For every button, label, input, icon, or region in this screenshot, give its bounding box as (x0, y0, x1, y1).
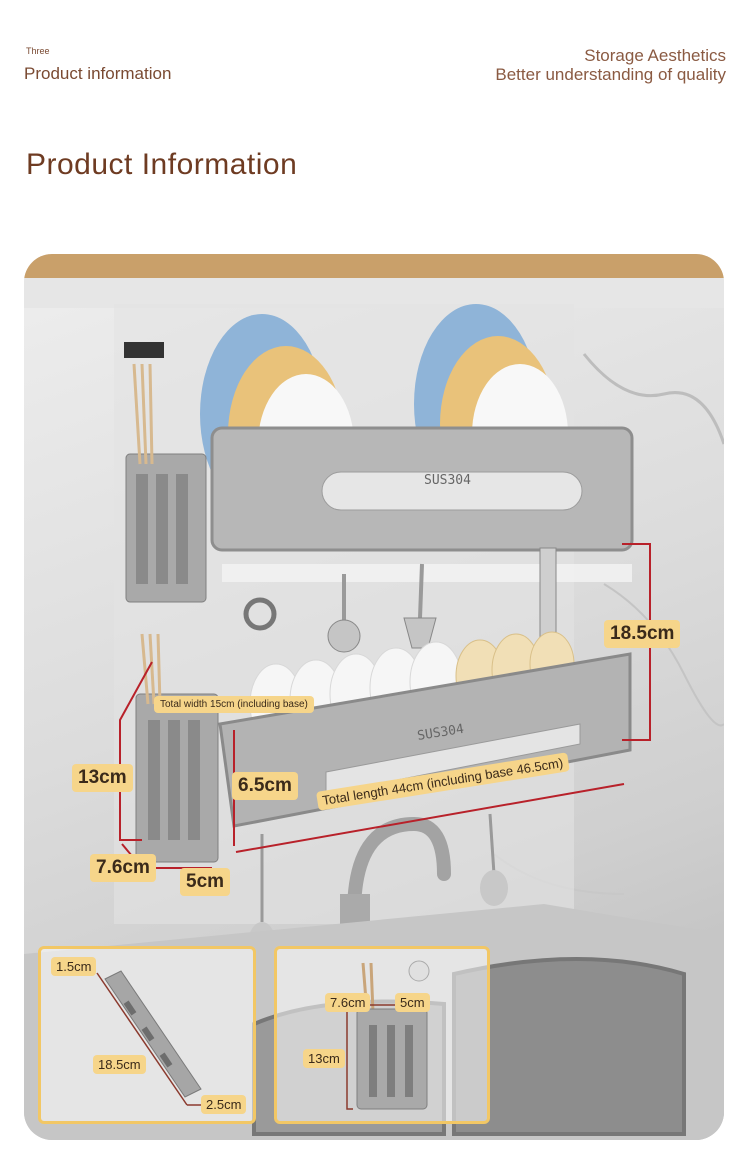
label-holder-height: 13cm (72, 764, 133, 792)
hanger-slots (123, 1000, 173, 1068)
top-rack-mark: SUS304 (424, 473, 471, 488)
cabinet-wood (24, 254, 724, 278)
marble-vein (603, 583, 724, 727)
label-holder-width: 7.6cm (90, 854, 156, 882)
inset-holder-slots (369, 1025, 413, 1097)
inset-label-length: 18.5cm (93, 1055, 146, 1074)
inset-side-hanger-illustration (52, 961, 211, 1106)
side-hanger (539, 547, 557, 647)
header-right-line2: Better understanding of quality (495, 65, 726, 84)
top-rack-slot (321, 471, 583, 511)
inset-holder-illustration (346, 960, 430, 1110)
inset-label-width: 7.6cm (325, 993, 371, 1012)
inset-spoon-icon (408, 960, 430, 982)
sink-basin-right (452, 957, 686, 1136)
label-total-width: Total width 15cm (including base) (154, 696, 314, 713)
inset-label-top: 1.5cm (51, 957, 97, 976)
skimmer-icon (480, 870, 508, 906)
peeler-handle (418, 563, 424, 619)
inset-utensil-holder: 7.6cm 5cm 13cm (274, 946, 490, 1124)
inset-label-bottom: 2.5cm (201, 1095, 247, 1114)
chopsticks (132, 363, 162, 705)
cabinet-edge (24, 278, 724, 308)
knife-clip (124, 342, 164, 358)
label-rack-depth: 6.5cm (232, 772, 298, 800)
hook-ring-icon (243, 597, 277, 631)
dim-length-line (235, 783, 625, 853)
hanger-bar (104, 970, 202, 1098)
inset-label-height: 13cm (303, 1049, 345, 1068)
inset-label-depth: 5cm (395, 993, 430, 1012)
label-holder-depth: 5cm (180, 868, 231, 896)
marble-vein (582, 353, 724, 445)
label-height-total: 18.5cm (604, 620, 681, 648)
pizza-cutter-icon (327, 619, 361, 653)
bottom-rack-mark: SUS304 (416, 722, 465, 744)
drip-tray (222, 564, 632, 582)
bottom-rack-slot (325, 723, 581, 795)
header-left-title: Product information (24, 64, 172, 83)
holder-slots (136, 474, 200, 840)
section-title: Product Information (26, 148, 298, 181)
header-right-line1: Storage Aesthetics (584, 46, 726, 65)
header-small-label: Three (26, 46, 50, 56)
bottom-rack (218, 652, 632, 828)
faucet (347, 816, 451, 921)
inset-side-hanger: 1.5cm 18.5cm 2.5cm (38, 946, 256, 1124)
skimmer-handle (488, 813, 496, 875)
